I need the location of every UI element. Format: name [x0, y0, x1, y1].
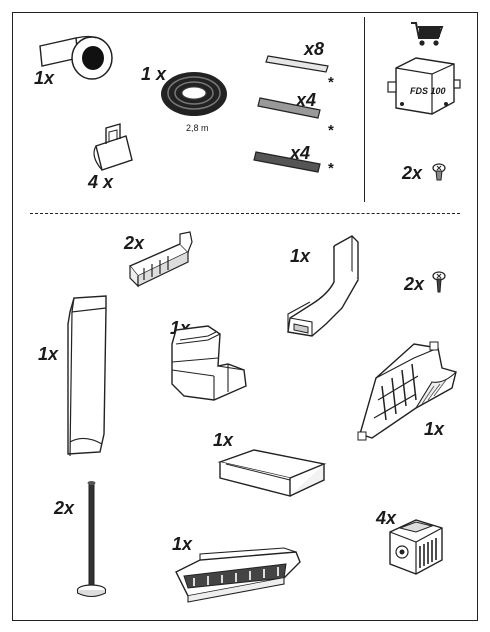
side-grille-icon [357, 341, 457, 441]
gasket-roll-qty: 1 x [141, 64, 167, 84]
tape-roll-qty: 1x [34, 68, 55, 88]
screw-qty-bottom: 2x [404, 274, 425, 294]
flat-channel-qty: 1x [213, 430, 234, 450]
elbow-duct-qty: 1x [290, 246, 311, 266]
screw-icon [432, 271, 446, 293]
front-grille-qty: 1x [172, 534, 193, 554]
front-grille-icon [175, 547, 301, 603]
shopping-cart-icon [411, 22, 444, 46]
light-strip-icon [265, 55, 329, 73]
long-duct-icon [67, 295, 107, 457]
gasket-roll-icon [161, 72, 227, 116]
elbow-duct-icon [287, 235, 359, 337]
side-grille-qty: 1x [424, 419, 445, 439]
clip-qty: 4 x [88, 172, 114, 192]
connector-qty: 2x [124, 233, 145, 253]
long-duct-qty: 1x [38, 344, 59, 364]
screw-qty-top: 2x [402, 163, 423, 183]
clip-icon [93, 123, 133, 171]
rod-qty: 2x [54, 498, 75, 518]
section-divider-vertical [364, 17, 365, 202]
block-icon [389, 519, 443, 575]
optional-mark: * [328, 122, 334, 139]
rod-icon [76, 481, 107, 597]
strip-light-qty: x8 [304, 39, 325, 59]
strip-medium-qty: x4 [296, 90, 317, 110]
block-qty: 4x [376, 508, 397, 528]
module-label: FDS 100 [410, 86, 446, 96]
gasket-length-label: 2,8 m [186, 123, 209, 133]
connector-icon [128, 231, 193, 288]
parts-list-frame [12, 12, 478, 621]
tape-roll-icon [39, 35, 113, 80]
strip-dark-qty: x4 [290, 143, 311, 163]
section-divider-dashed [30, 213, 460, 214]
flat-channel-icon [217, 449, 327, 497]
medium-strip-icon [257, 97, 321, 119]
fds100-module-icon: FDS 100 [387, 57, 461, 115]
dark-strip-icon [253, 151, 321, 173]
optional-mark: * [328, 74, 334, 91]
screw-icon [432, 163, 446, 181]
optional-mark: * [328, 160, 334, 177]
elbow-adapter-icon [171, 325, 247, 401]
